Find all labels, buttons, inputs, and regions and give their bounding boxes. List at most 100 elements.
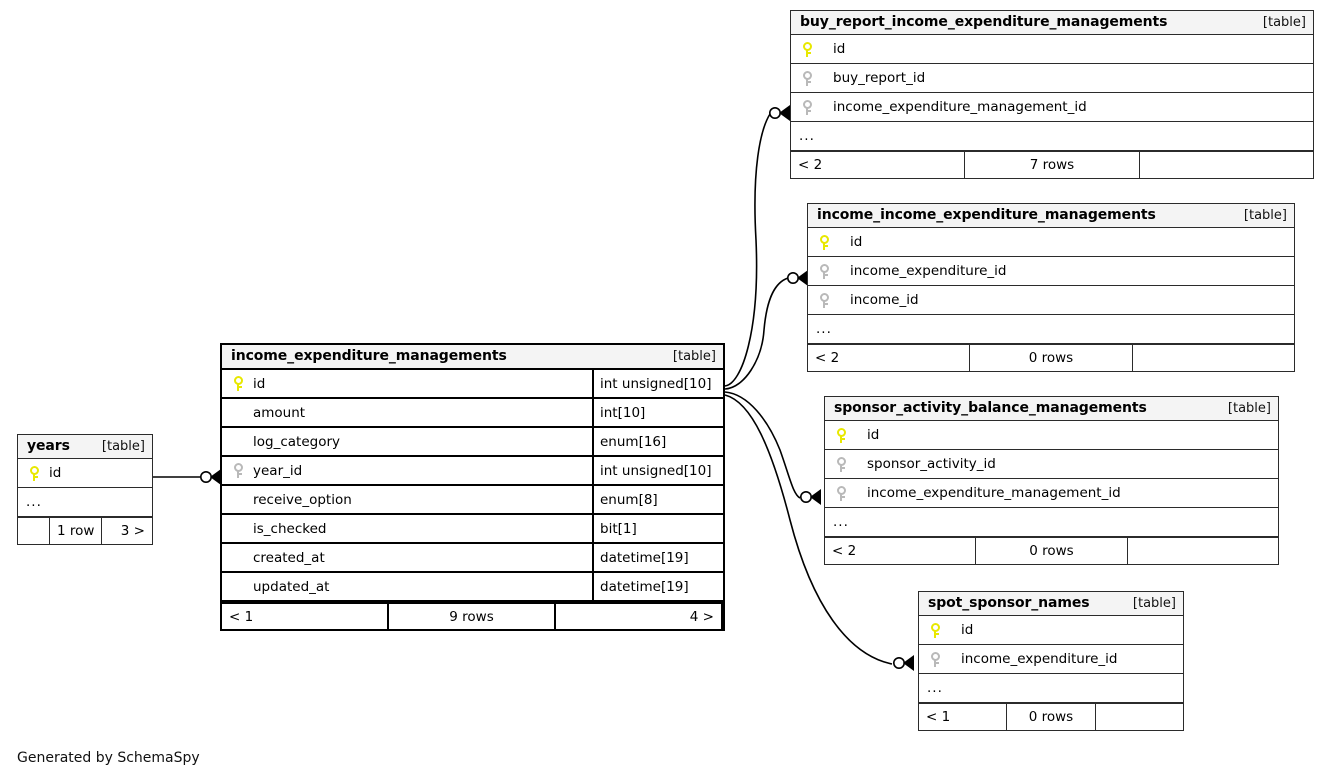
table-header: income_income_expenditure_managements [t… [808, 204, 1294, 228]
edge-to-sponsor-activity [724, 391, 801, 499]
footer-children-count[interactable]: 4 > [556, 604, 723, 629]
table-row[interactable]: sponsor_activity_id [825, 450, 1278, 479]
column-name: income_expenditure_management_id [833, 99, 1087, 115]
table-row[interactable]: id [919, 616, 1183, 645]
column-cell: income_expenditure_management_id [825, 479, 1278, 507]
column-type: int unsigned[10] [592, 457, 723, 484]
foreign-key-icon [799, 99, 815, 115]
arrow-spot-sponsor [903, 655, 914, 671]
table-footer: < 2 7 rows [791, 151, 1313, 178]
table-type-tag: [table] [1132, 595, 1176, 611]
table-header: buy_report_income_expenditure_management… [791, 11, 1313, 35]
column-name: updated_at [253, 578, 330, 595]
table-footer: < 1 0 rows [919, 703, 1183, 730]
table-spot-sponsor-names[interactable]: spot_sponsor_names [table] id income_exp… [918, 591, 1184, 731]
column-cell: receive_option [222, 486, 592, 513]
column-name: receive_option [253, 491, 352, 508]
column-name: income_expenditure_id [961, 651, 1118, 667]
table-row[interactable]: income_expenditure_id [808, 257, 1294, 286]
table-row-ellipsis: ... [18, 488, 152, 517]
footer-children-count[interactable] [1128, 538, 1278, 564]
column-type: int unsigned[10] [592, 370, 723, 397]
table-row[interactable]: year_id int unsigned[10] [222, 457, 723, 486]
footer-children-count[interactable] [1096, 704, 1183, 730]
table-footer: < 2 0 rows [808, 344, 1294, 371]
table-header: income_expenditure_managements [table] [222, 345, 723, 370]
table-row[interactable]: buy_report_id [791, 64, 1313, 93]
primary-key-icon [816, 234, 832, 250]
generated-by-credit: Generated by SchemaSpy [17, 750, 200, 766]
table-row[interactable]: income_expenditure_management_id [791, 93, 1313, 122]
arrow-buy-report [779, 105, 790, 121]
footer-children-count[interactable] [1133, 345, 1294, 371]
column-cell: income_expenditure_management_id [791, 93, 1313, 121]
table-sponsor-activity-balance-managements[interactable]: sponsor_activity_balance_managements [ta… [824, 396, 1279, 565]
table-row[interactable]: id [18, 459, 152, 488]
table-row[interactable]: id int unsigned[10] [222, 370, 723, 399]
footer-row-count: 0 rows [976, 538, 1128, 564]
crowfoot-circle-sponsor-activity [799, 490, 812, 503]
footer-row-count: 1 row [50, 518, 103, 544]
footer-children-count[interactable] [1140, 152, 1313, 178]
table-name: buy_report_income_expenditure_management… [800, 14, 1168, 30]
column-name: created_at [253, 549, 325, 566]
table-row[interactable]: updated_at datetime[19] [222, 573, 723, 602]
table-row[interactable]: id [825, 421, 1278, 450]
column-type: datetime[19] [592, 544, 723, 571]
foreign-key-icon [833, 485, 849, 501]
column-type: bit[1] [592, 515, 723, 542]
footer-parents-count[interactable]: < 2 [808, 345, 971, 371]
column-cell: buy_report_id [791, 64, 1313, 92]
more-columns-ellipsis: ... [26, 494, 42, 510]
footer-parents-count[interactable]: < 2 [791, 152, 966, 178]
table-row[interactable]: created_at datetime[19] [222, 544, 723, 573]
crowfoot-circle-years [200, 470, 213, 483]
footer-children-count[interactable]: 3 > [120, 523, 145, 539]
table-name: income_expenditure_managements [231, 348, 507, 364]
primary-key-icon [927, 622, 943, 638]
table-type-tag: [table] [101, 438, 145, 454]
table-row[interactable]: income_expenditure_management_id [825, 479, 1278, 508]
table-row[interactable]: receive_option enum[8] [222, 486, 723, 515]
table-row-ellipsis: ... [919, 674, 1183, 703]
table-row[interactable]: id [791, 35, 1313, 64]
column-cell: is_checked [222, 515, 592, 542]
footer-parents-count[interactable] [18, 518, 50, 544]
foreign-key-icon [799, 70, 815, 86]
column-cell: amount [222, 399, 592, 426]
column-name: is_checked [253, 520, 327, 537]
table-row[interactable]: is_checked bit[1] [222, 515, 723, 544]
table-row[interactable]: income_id [808, 286, 1294, 315]
column-name: id [49, 465, 62, 481]
footer-parents-count[interactable]: < 1 [919, 704, 1008, 730]
edge-to-buy-report [724, 113, 771, 387]
more-columns-ellipsis: ... [816, 321, 832, 337]
column-name: id [850, 234, 863, 250]
column-name: income_expenditure_id [850, 263, 1007, 279]
table-row[interactable]: income_expenditure_id [919, 645, 1183, 674]
footer-parents-count[interactable]: < 1 [222, 604, 389, 629]
column-cell: id [18, 459, 152, 487]
table-row-ellipsis: ... [808, 315, 1294, 344]
table-row[interactable]: log_category enum[16] [222, 428, 723, 457]
column-cell: income_expenditure_id [808, 257, 1294, 285]
footer-row-count: 7 rows [965, 152, 1140, 178]
table-income-expenditure-managements[interactable]: income_expenditure_managements [table] i… [220, 343, 725, 631]
column-type: int[10] [592, 399, 723, 426]
column-type: enum[16] [592, 428, 723, 455]
column-name: id [833, 41, 846, 57]
table-buy-report-income-expenditure-managements[interactable]: buy_report_income_expenditure_management… [790, 10, 1314, 179]
table-header: sponsor_activity_balance_managements [ta… [825, 397, 1278, 421]
table-row[interactable]: amount int[10] [222, 399, 723, 428]
table-header: spot_sponsor_names [table] [919, 592, 1183, 616]
table-row[interactable]: id [808, 228, 1294, 257]
footer-parents-count[interactable]: < 2 [825, 538, 977, 564]
edge-to-income-income [724, 277, 789, 390]
foreign-key-icon [833, 456, 849, 472]
footer-row-count: 9 rows [389, 604, 556, 629]
arrow-sponsor-activity [810, 489, 821, 505]
table-type-tag: [table] [1243, 207, 1287, 223]
table-income-income-expenditure-managements[interactable]: income_income_expenditure_managements [t… [807, 203, 1295, 372]
table-years[interactable]: years [table] id ... 1 row 3 > [17, 434, 153, 545]
table-type-tag: [table] [1262, 14, 1306, 30]
